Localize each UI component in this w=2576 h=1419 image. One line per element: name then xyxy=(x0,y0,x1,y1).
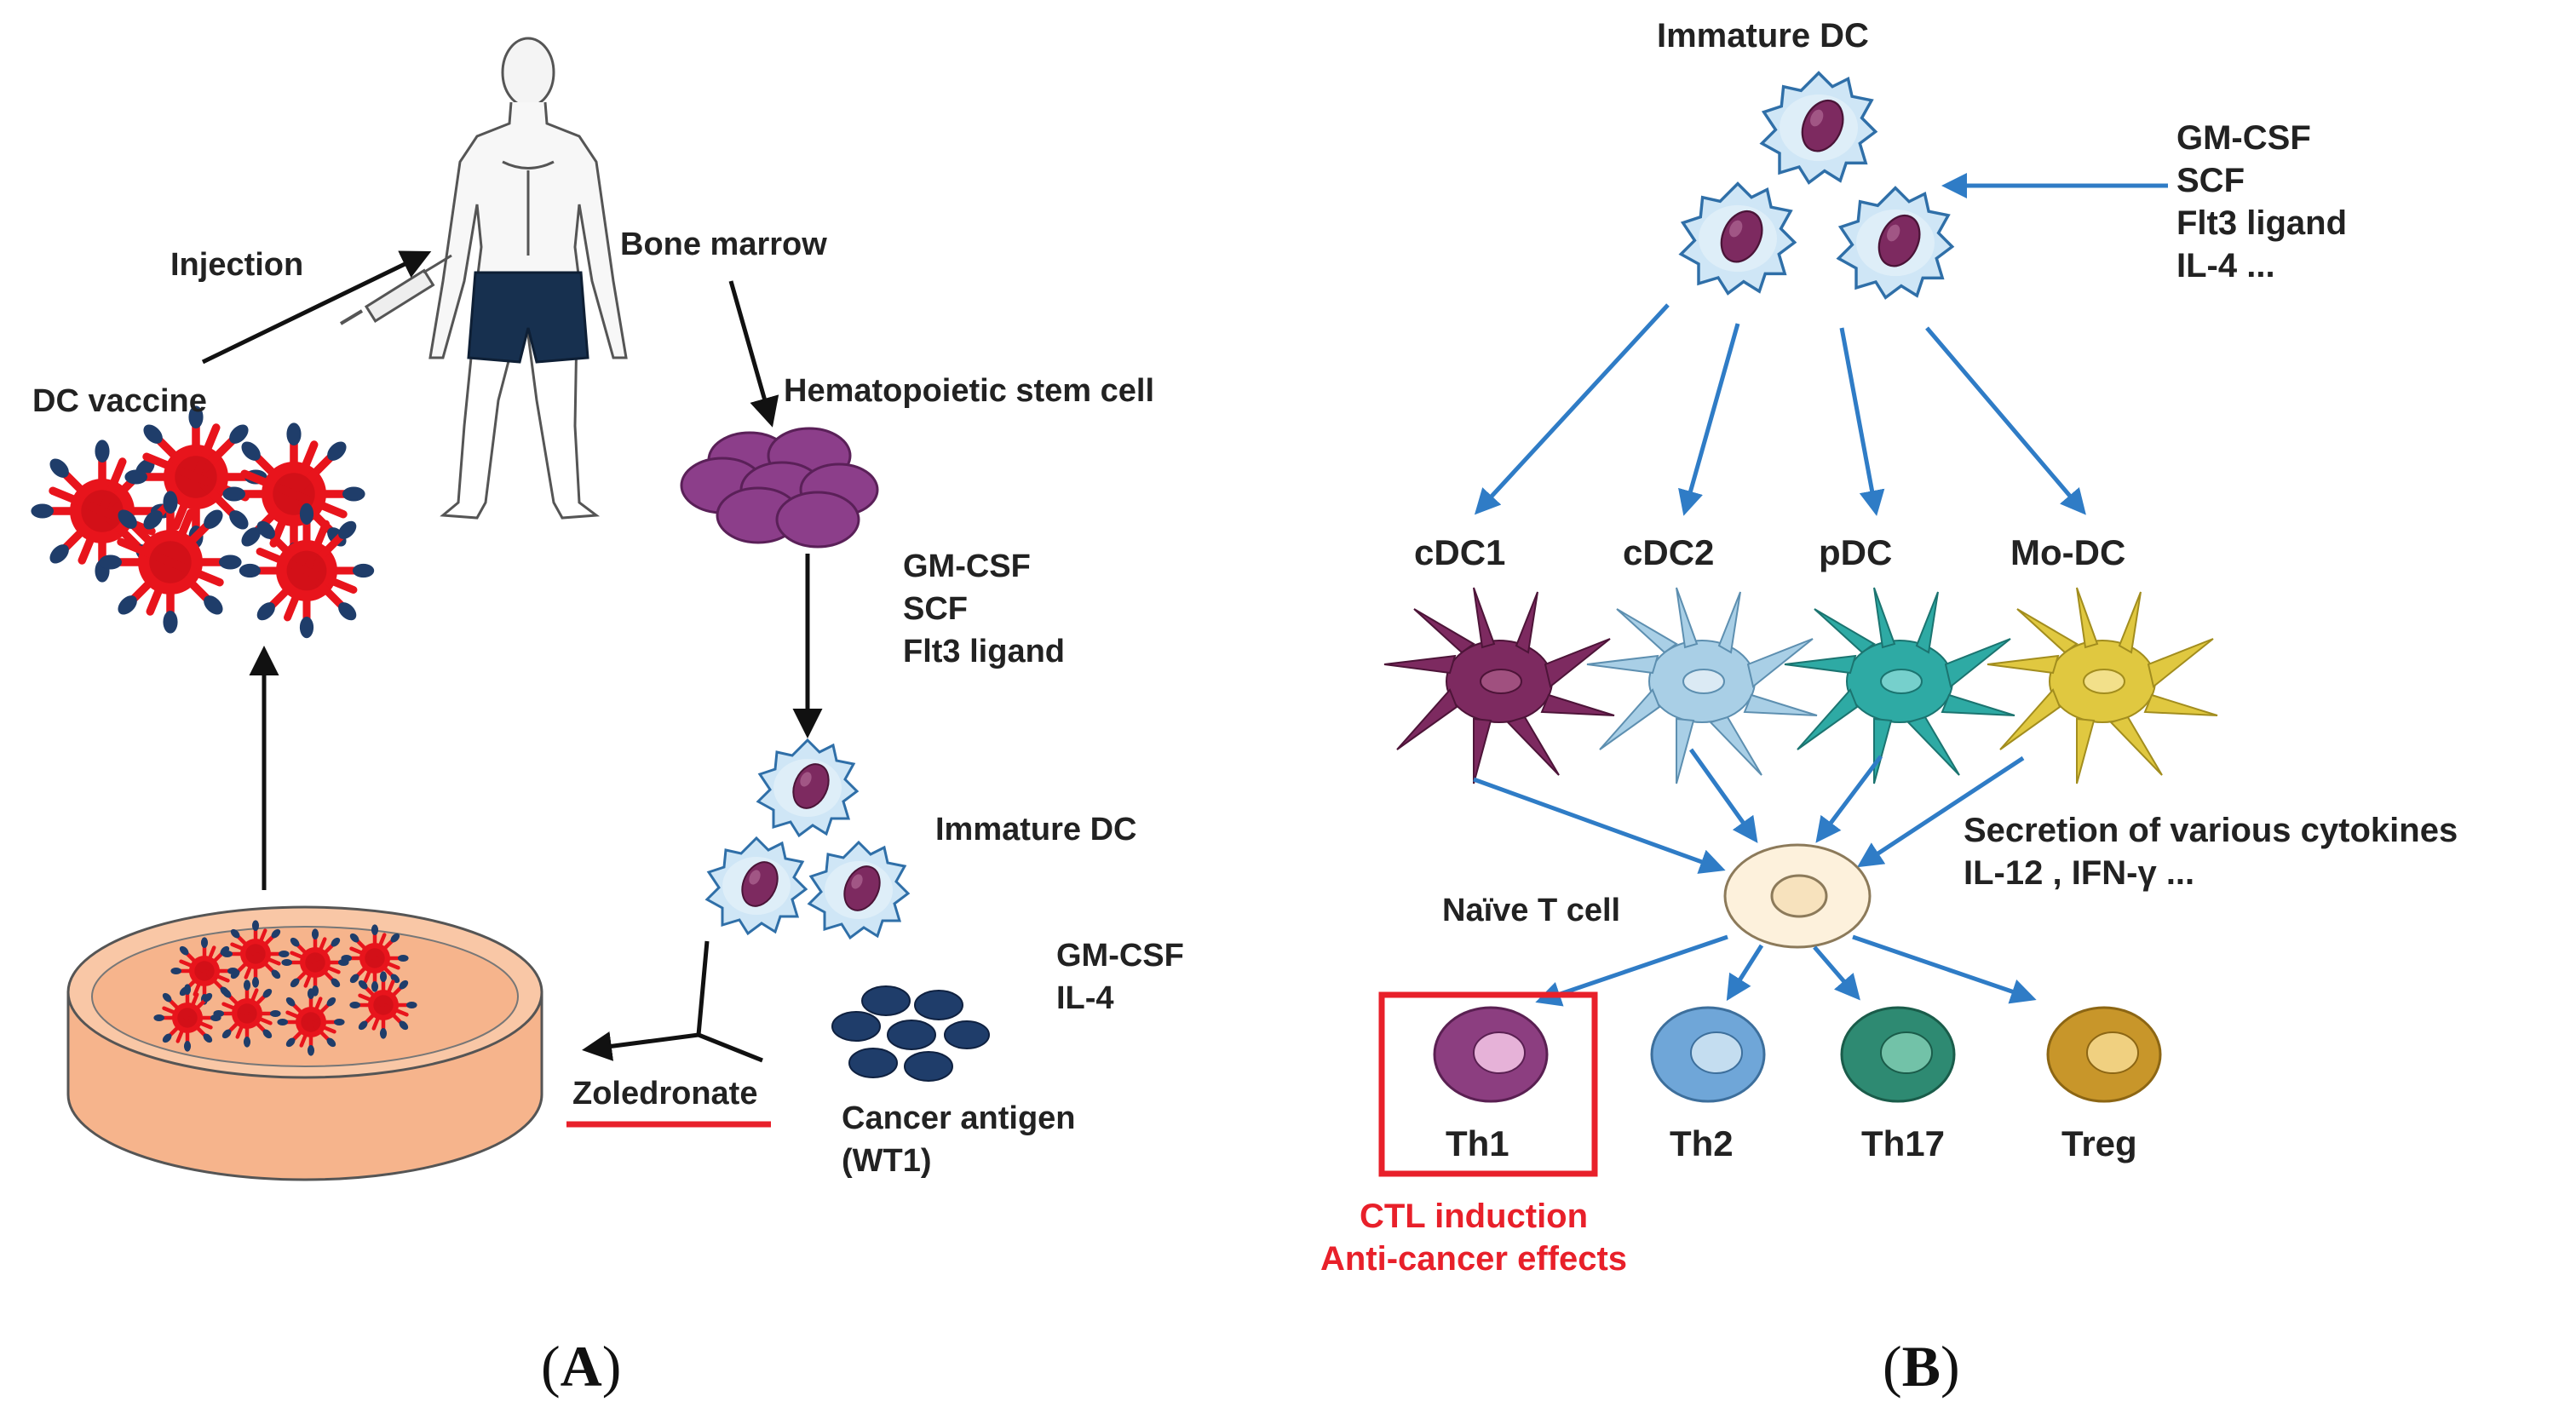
cytokine-scf: SCF xyxy=(903,591,968,627)
th17-cell xyxy=(1840,1006,1956,1103)
cancer-antigen-cluster xyxy=(831,985,990,1082)
label-immature-dc-a: Immature DC xyxy=(935,812,1137,847)
cytokine-b-flt3: Flt3 ligand xyxy=(2176,204,2347,242)
cancer-antigen-wt1: (WT1) xyxy=(842,1143,932,1179)
syringe-icon xyxy=(339,254,452,325)
panel-label-b: (B) xyxy=(1883,1337,1960,1395)
panel-label-a: (A) xyxy=(541,1337,621,1395)
arrow-to-th1 xyxy=(1535,934,1728,1007)
cytokine-gm-csf-2: GM-CSF xyxy=(1056,938,1184,974)
secretion-cytokines: IL-12 , IFN-γ ... xyxy=(1964,854,2195,892)
arrow-cdc2-to-naive xyxy=(1688,748,1758,843)
outcome-anticancer: Anti-cancer effects xyxy=(1320,1240,1628,1278)
cytokine-b-scf: SCF xyxy=(2176,162,2245,199)
label-bone-marrow: Bone marrow xyxy=(620,227,827,262)
arrow-modc-to-naive xyxy=(1856,755,2025,868)
cytokine-b-il4: IL-4 ... xyxy=(2176,247,2275,284)
arrow-to-treg xyxy=(1852,934,2037,1004)
panel-a-close: ) xyxy=(601,1334,622,1399)
label-treg: Treg xyxy=(2061,1123,2137,1163)
modc-cell xyxy=(1987,587,2218,784)
arrow-to-pdc xyxy=(1839,327,1885,516)
immature-dc-cluster-b xyxy=(1679,71,1954,300)
arrow-pdc-to-naive xyxy=(1815,755,1883,843)
label-cdc1: cDC1 xyxy=(1414,532,1506,572)
label-cytokines-a1: GM-CSF SCF Flt3 ligand xyxy=(903,545,1065,673)
label-cytokines-b: GM-CSF SCF Flt3 ligand IL-4 ... xyxy=(2176,117,2347,287)
label-immature-dc-b: Immature DC xyxy=(1657,17,1869,55)
arrow-to-stem-cell xyxy=(728,280,779,428)
label-cytokines-a2: GM-CSF IL-4 xyxy=(1056,934,1184,1020)
arrow-to-th2 xyxy=(1726,944,1764,1002)
label-secretion: Secretion of various cytokines IL-12 , I… xyxy=(1964,809,2458,894)
label-cancer-antigen: Cancer antigen (WT1) xyxy=(842,1097,1076,1182)
cytokine-gm-csf: GM-CSF xyxy=(903,549,1031,584)
label-th2: Th2 xyxy=(1670,1123,1734,1163)
panel-b-open: ( xyxy=(1883,1334,1902,1399)
arrow-injection xyxy=(201,250,432,365)
label-cdc2: cDC2 xyxy=(1623,532,1715,572)
panel-b-close: ) xyxy=(1941,1334,1960,1399)
label-outcome: CTL induction Anti-cancer effects xyxy=(1286,1195,1661,1280)
cytokine-b-gm-csf: GM-CSF xyxy=(2176,119,2311,157)
cdc1-cell xyxy=(1383,587,1615,784)
th1-highlight-box xyxy=(1378,991,1598,1177)
label-hematopoietic-stem-cell: Hematopoietic stem cell xyxy=(784,373,1155,409)
arrow-to-cdc1 xyxy=(1474,303,1670,515)
label-pdc: pDC xyxy=(1819,532,1893,572)
th2-cell xyxy=(1650,1006,1766,1103)
cancer-antigen-name: Cancer antigen xyxy=(842,1100,1076,1136)
label-th17: Th17 xyxy=(1861,1123,1946,1163)
naive-t-cell xyxy=(1723,843,1872,949)
cytokine-flt3: Flt3 ligand xyxy=(903,634,1065,669)
petri-dish xyxy=(66,905,543,1181)
th1-cell xyxy=(1433,1006,1549,1103)
pdc-cell xyxy=(1784,587,2015,784)
label-naive-t-cell: Naïve T cell xyxy=(1442,893,1621,928)
secretion-text: Secretion of various cytokines xyxy=(1964,812,2458,849)
cdc2-cell xyxy=(1586,587,1818,784)
arrow-to-th17 xyxy=(1813,945,1860,1001)
label-modc: Mo-DC xyxy=(2010,532,2126,572)
dc-vaccine-cluster xyxy=(31,405,374,638)
panel-b-letter: B xyxy=(1901,1334,1941,1399)
shorts xyxy=(467,271,589,364)
arrow-to-cdc2 xyxy=(1678,323,1740,516)
arrow-zoledronate xyxy=(582,940,763,1063)
panel-a-letter: A xyxy=(560,1334,602,1399)
cytokine-il4: IL-4 xyxy=(1056,980,1114,1016)
outcome-ctl: CTL induction xyxy=(1359,1198,1589,1235)
label-dc-vaccine: DC vaccine xyxy=(32,383,207,419)
immature-dc-cluster-a xyxy=(705,738,910,939)
panel-a-open: ( xyxy=(541,1334,561,1399)
arrow-to-modc xyxy=(1925,326,2086,515)
stem-cell-cluster xyxy=(680,427,879,549)
arrow-cdc1-to-naive xyxy=(1473,777,1726,874)
label-zoledronate: Zoledronate xyxy=(572,1076,758,1112)
treg-cell xyxy=(2046,1006,2162,1103)
label-th1: Th1 xyxy=(1446,1123,1509,1163)
label-injection: Injection xyxy=(170,247,304,283)
